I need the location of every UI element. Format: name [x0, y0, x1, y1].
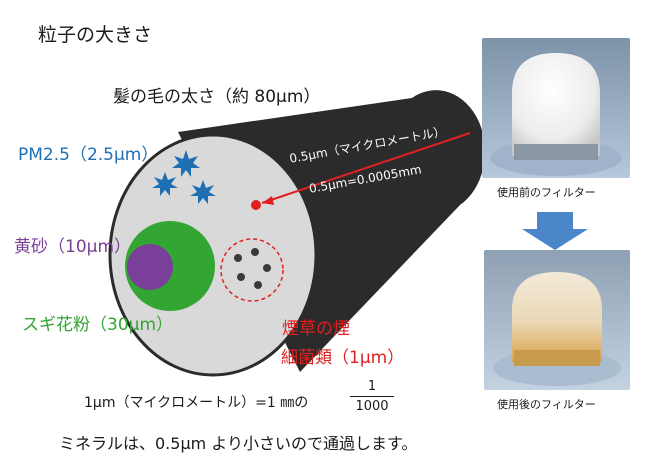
yellow-sand-particle [127, 244, 173, 290]
page-title: 粒子の大きさ [38, 24, 153, 46]
bacteria-label: 細菌類（1μm） [281, 348, 405, 368]
pm25-particles [152, 150, 216, 204]
pore-pointer-arrowhead [262, 196, 274, 205]
pm25-particle [172, 150, 200, 177]
yellow-sand-label: 黄砂（10μm） [14, 237, 132, 257]
filter-pore-dot [251, 200, 261, 210]
fraction-bar [350, 396, 394, 397]
filter-after-photo [484, 250, 630, 390]
smoke-particle [251, 248, 259, 256]
fraction-denominator: 1000 [355, 399, 389, 414]
fraction: 1 1000 [350, 378, 394, 415]
fraction-numerator: 1 [367, 379, 377, 394]
before-after-arrow [522, 212, 588, 250]
cedar-pollen-label: スギ花粉（30μm） [22, 315, 174, 335]
pm25-particle [190, 180, 216, 204]
after-caption: 使用後のフィルター [497, 398, 596, 411]
smoke-particles [234, 248, 271, 289]
smoke-particle [237, 273, 245, 281]
filter-before-photo [482, 38, 630, 178]
before-caption: 使用前のフィルター [497, 186, 596, 199]
pm25-particle [152, 172, 178, 196]
conclusion-text: ミネラルは、0.5μm より小さいので通過します。 [59, 434, 418, 453]
tobacco-smoke-region [220, 238, 284, 302]
smoke-particle [254, 281, 262, 289]
smoke-particle [234, 254, 242, 262]
smoke-particle [263, 264, 271, 272]
hair-thickness-label: 髪の毛の太さ（約 80μm） [113, 87, 321, 107]
pm25-label: PM2.5（2.5μm） [18, 145, 159, 165]
hair-cylinder-end [390, 94, 470, 210]
pore-pointer-line [261, 132, 471, 204]
tobacco-smoke-label: 煙草の煙 [282, 319, 350, 339]
micrometer-definition: 1μm（マイクロメートル）=1 ㎜の [84, 395, 309, 411]
